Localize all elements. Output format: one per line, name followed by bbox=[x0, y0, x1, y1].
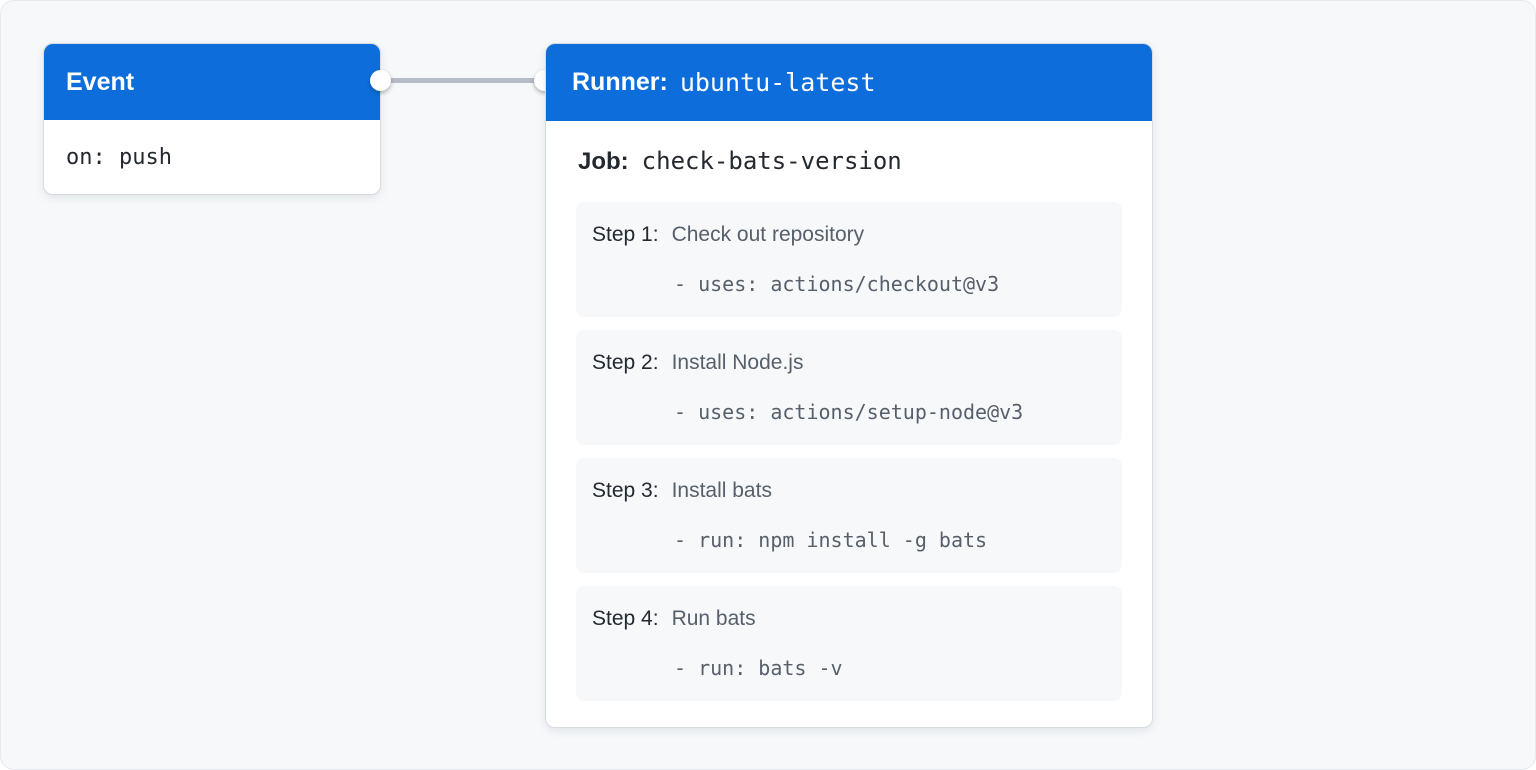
job-label: Job: bbox=[578, 148, 629, 175]
runner-card: Runner: ubuntu-latest Job: check-bats-ve… bbox=[545, 43, 1153, 728]
event-card-body: on: push bbox=[44, 120, 380, 194]
step-title: Install bats bbox=[671, 479, 772, 502]
runner-card-header: Runner: ubuntu-latest bbox=[546, 44, 1152, 121]
event-card-title: Event bbox=[66, 67, 135, 96]
step-card-3: Step 3: Install bats - run: npm install … bbox=[576, 458, 1122, 573]
event-card: Event on: push bbox=[43, 43, 381, 195]
step-label: Step 2: bbox=[592, 351, 659, 374]
step-card-1: Step 1: Check out repository - uses: act… bbox=[576, 202, 1122, 317]
step-code: - uses: actions/setup-node@v3 bbox=[674, 400, 1024, 424]
step-title: Run bats bbox=[671, 607, 756, 630]
event-trigger-code: on: push bbox=[66, 145, 172, 170]
job-name-code: check-bats-version bbox=[641, 147, 902, 175]
step-card-2: Step 2: Install Node.js - uses: actions/… bbox=[576, 330, 1122, 445]
job-line: Job: check-bats-version bbox=[576, 147, 1122, 176]
step-label: Step 4: bbox=[592, 607, 659, 630]
step-code: - run: npm install -g bats bbox=[674, 528, 988, 552]
connector-dot-left bbox=[370, 70, 391, 91]
step-card-4: Step 4: Run bats - run: bats -v bbox=[576, 586, 1122, 701]
step-title: Check out repository bbox=[671, 223, 865, 246]
event-card-header: Event bbox=[44, 44, 380, 120]
step-title: Install Node.js bbox=[671, 351, 804, 374]
runner-card-body: Job: check-bats-version Step 1: Check ou… bbox=[546, 121, 1152, 727]
step-code: - run: bats -v bbox=[674, 656, 843, 680]
runner-name-code: ubuntu-latest bbox=[679, 68, 876, 97]
runner-title-label: Runner: bbox=[572, 68, 668, 96]
connector-line bbox=[381, 78, 545, 83]
step-code: - uses: actions/checkout@v3 bbox=[674, 272, 1000, 296]
step-label: Step 3: bbox=[592, 479, 659, 502]
step-label: Step 1: bbox=[592, 223, 659, 246]
steps-list: Step 1: Check out repository - uses: act… bbox=[576, 202, 1122, 701]
